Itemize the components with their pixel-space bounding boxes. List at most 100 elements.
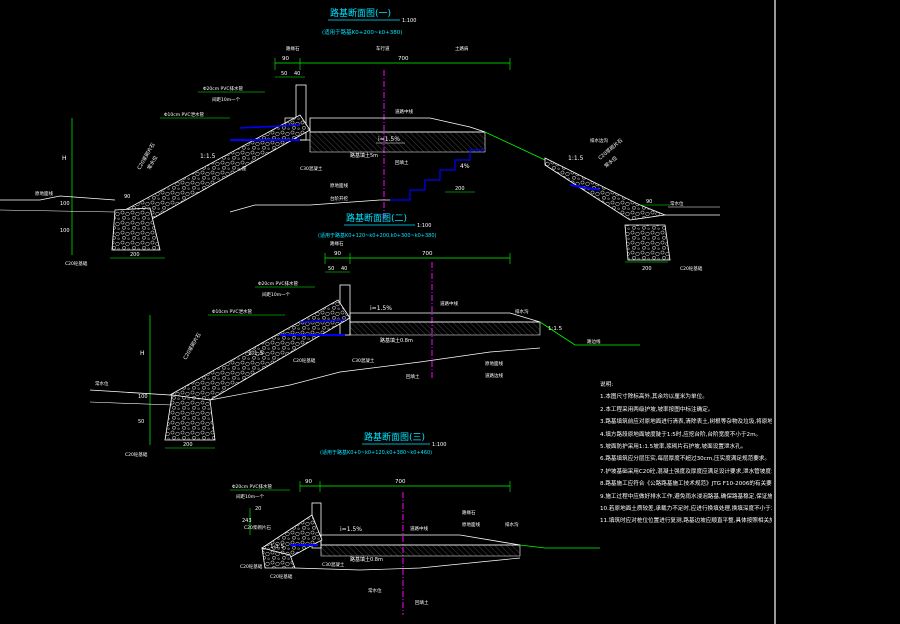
label-fill: 回填土 xyxy=(395,159,409,166)
label-curb-s2: 路缘石 xyxy=(330,240,344,247)
dim-H-2: H xyxy=(140,350,145,357)
dim-w-left-1: 200 xyxy=(130,252,140,258)
dim-40: 40 xyxy=(294,71,300,77)
section-2: 路基断面图(二) 1:100 (适用于路基K0+120~k0+200,k0+30… xyxy=(89,212,640,458)
label-ground-s3: 原地面线 xyxy=(462,521,480,528)
right-footing-1 xyxy=(624,224,671,261)
dim-v3-2: 50 xyxy=(138,419,144,425)
label-top: 车行道 xyxy=(376,45,390,52)
label-c20-base-s2: C20砼基础 xyxy=(293,357,316,364)
label-road-fill-2: 路基填土0.8m xyxy=(380,337,413,344)
label-pvc20-s3: Φ20cm PVC排水管 xyxy=(232,483,272,490)
dim-700-s2: 700 xyxy=(422,251,433,257)
label-c20-base-right: C20砼基础 xyxy=(680,265,703,272)
label-side: 土路肩 xyxy=(455,45,469,52)
section-1-title: 路基断面图(一) xyxy=(330,7,391,19)
dim-v3-1: 100 xyxy=(60,228,70,234)
label-ditch-s2: 排水沟 xyxy=(515,308,529,315)
label-water-right2: 常水位 xyxy=(670,200,684,207)
label-c20-left-s2: C20浆砌片石 xyxy=(182,332,203,361)
label-side-s2: 路边线 xyxy=(587,338,601,345)
label-c30-s2: C30混凝土 xyxy=(352,357,375,364)
note-item: 11.填筑时应对桩位位置进行复测,路基边坡应顺直平整,具体按照相关施工规范执行,… xyxy=(600,518,772,525)
right-slope-masonry-1 xyxy=(544,157,667,221)
dim-step: 4% xyxy=(460,163,470,170)
label-road-fill-3: 路基填土0.8m xyxy=(350,556,383,563)
label-water-s3: 常水位 xyxy=(368,587,382,594)
gradient-2: i=1.5% xyxy=(370,305,392,312)
dim-700: 700 xyxy=(398,56,409,62)
section-3: 路基断面图(三) 1:100 (适用于路基K0+0~k0+120,k0+380~… xyxy=(230,431,600,615)
label-pvc10-s2: Φ10cm PVC泄水管 xyxy=(212,308,252,315)
dim-w-s2: 200 xyxy=(183,442,193,448)
label-ditch-s3: 排水沟 xyxy=(505,521,519,528)
gradient-3: i=1.5% xyxy=(340,526,362,533)
dim-40-s2: 40 xyxy=(341,266,347,272)
section-1-scale: 1:100 xyxy=(402,18,416,24)
label-curb: 路缘石 xyxy=(286,45,300,52)
dim-50-s2: 50 xyxy=(328,266,334,272)
dim-H-1: H xyxy=(62,155,67,162)
note-item: 6.路基填筑应分层压实,每层厚度不超过30cm,压实度满足规范要求。 xyxy=(600,456,770,463)
label-water-s2: 常水位 xyxy=(95,380,109,387)
left-footing-2 xyxy=(164,394,216,441)
note-item: 9.施工过程中应做好排水工作,避免雨水浸泡路基,确保路基稳定,保证施工质量及安全… xyxy=(600,493,772,500)
dim-50: 50 xyxy=(281,71,287,77)
dim-90-s3: 90 xyxy=(305,479,312,485)
label-road-center: 道路中线 xyxy=(395,108,413,115)
label-c20-base-left-s2: C20砼基础 xyxy=(125,451,148,458)
note-item: 3.路基填筑前应对原地面进行清表,清除表土,树根等杂物及垃圾,将原地面压实,达到… xyxy=(600,419,772,426)
label-pvc20b: 间距10m一个 xyxy=(212,96,241,103)
dim-90: 90 xyxy=(282,56,289,62)
dim-90-s2: 90 xyxy=(334,251,341,257)
section-2-subtitle: (适用于路基K0+120~k0+200,k0+300~k0+380) xyxy=(318,232,437,239)
label-curb-s3: 路缘石 xyxy=(462,509,476,516)
label-pvc20-s2: Φ20cm PVC排水管 xyxy=(258,280,298,287)
label-drain: 排水边沟 xyxy=(590,137,608,144)
section-2-scale: 1:100 xyxy=(417,223,431,229)
dim-700-s3: 700 xyxy=(395,479,406,485)
label-road-center-3: 道路中线 xyxy=(410,525,428,532)
note-item: 4.填方路段原地面坡度陡于1:5时,应挖台阶,台阶宽度不小于2m。 xyxy=(600,431,762,438)
dim-243-s3: 243 xyxy=(242,518,252,524)
section-3-title: 路基断面图(三) xyxy=(364,431,425,443)
label-c20-base-left: C20砼基础 xyxy=(65,260,88,267)
note-item: 8.路基施工应符合《公路路基施工技术规范》JTG F10-2006的有关要求。 xyxy=(600,481,772,488)
dim-90-left: 90 xyxy=(124,194,130,200)
dim-v2-2: 100 xyxy=(138,394,148,400)
dim-v2-1: 100 xyxy=(60,201,70,207)
label-c30-s3: C30混凝土 xyxy=(322,561,345,568)
label-stair: 台阶开挖 xyxy=(330,195,348,202)
dim-200-step: 200 xyxy=(455,186,465,192)
label-pvc20b-s2: 间距10m一个 xyxy=(262,291,291,298)
note-item: 7.护坡基础采用C20砼,混凝土强度及厚度应满足设计要求,泄水管坡度>=2.4m… xyxy=(600,468,772,475)
slope-left-3: 1:1.5 xyxy=(270,544,285,550)
label-c30: C30混凝土 xyxy=(300,165,323,172)
label-ditch2-s2: 道路边线 xyxy=(485,372,503,379)
section-3-subtitle: (适用于路基K0+0~k0+120,k0+380~k0+460) xyxy=(320,449,432,456)
label-ground-mid: 原地面线 xyxy=(330,182,348,189)
note-item: 5.坡面防护采用1:1.5坡率,浆砌片石护坡,坡面设置泄水孔。 xyxy=(600,444,747,451)
slope-left-2: 1:1.5 xyxy=(248,350,264,357)
notes-block: 说明: 1.本图尺寸除标高外,其余均以厘米为单位。 2.本工程采用两级护坡,坡率… xyxy=(600,379,772,528)
note-item: 10.若原地面土质较差,承载力不足时,应进行换填处理,换填深度不小于30cm,具… xyxy=(600,506,772,513)
label-c20-base-s3: C20砼基础 xyxy=(240,563,263,570)
left-footing-1 xyxy=(111,207,161,251)
slope-left-1: 1:1.5 xyxy=(200,153,216,160)
note-item: 1.本图尺寸除标高外,其余均以厘米为单位。 xyxy=(600,394,708,401)
label-ground-s2: 原地面线 xyxy=(485,360,503,367)
label-road-fill: 路基填土5m xyxy=(350,152,378,159)
dim-w-right-1: 200 xyxy=(642,266,652,272)
dim-20-s3: 20 xyxy=(255,506,261,512)
slope-right-2: 1:1.5 xyxy=(548,326,563,332)
label-ground-left: 原地面线 xyxy=(35,190,53,197)
slope-right-1: 1:1.5 xyxy=(568,155,584,162)
stair-cut xyxy=(390,149,485,201)
label-fill-s3: 回填土 xyxy=(415,599,429,606)
label-pvc20b-s3: 间距10m一个 xyxy=(236,493,265,500)
label-pvc10: Φ10cm PVC泄水管 xyxy=(164,111,204,118)
label-c20-left-s3: C20浆砌片石 xyxy=(244,524,271,531)
section-1-subtitle: (适用于路基K0+200~k0+380) xyxy=(322,28,402,36)
